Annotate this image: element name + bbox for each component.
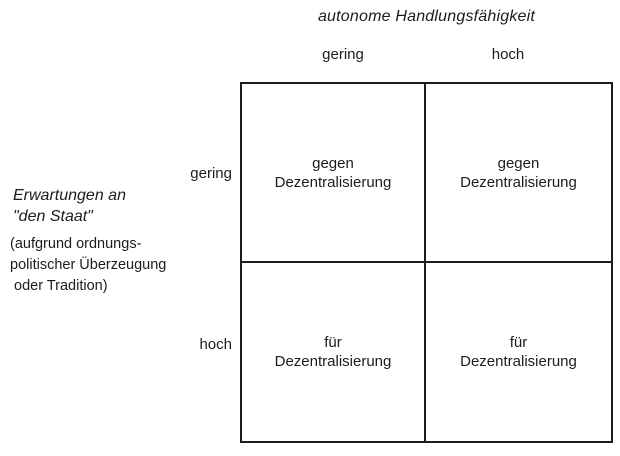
- cell-gering-hoch: gegen Dezentralisierung: [426, 84, 611, 263]
- row-axis-title-line1: Erwartungen an: [13, 187, 126, 204]
- matrix-grid: gegen Dezentralisierung gegen Dezentrali…: [240, 82, 613, 443]
- column-header-gering: gering: [322, 46, 364, 63]
- cell-hoch-gering: für Dezentralisierung: [242, 263, 426, 441]
- row-axis-title: Erwartungen an "den Staat": [13, 185, 126, 227]
- cell-hoch-hoch: für Dezentralisierung: [460, 334, 577, 370]
- row-axis-title-line2: "den Staat": [13, 208, 93, 225]
- column-axis-title: autonome Handlungsfähigkeit: [317, 8, 536, 25]
- cell-gering-gering: gegen Dezentralisierung: [242, 84, 426, 263]
- column-header-hoch: hoch: [491, 46, 525, 63]
- row-axis-note: (aufgrund ordnungs- politischer Überzeug…: [10, 236, 167, 294]
- row-header-gering: gering: [190, 165, 232, 182]
- row-header-hoch: hoch: [199, 336, 232, 353]
